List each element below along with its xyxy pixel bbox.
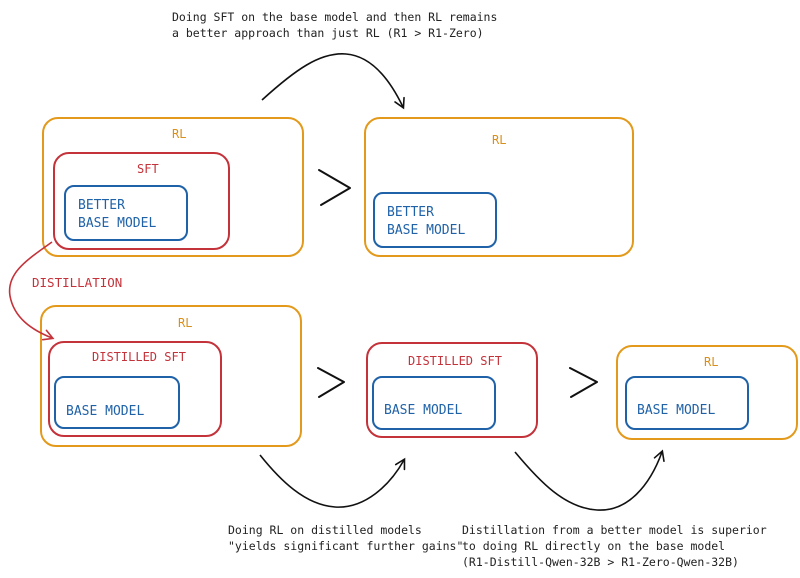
bottom-right-annotation-line-1: Distillation from a better model is supe… [462, 523, 767, 537]
top-curved-arrow [261, 53, 405, 110]
row2-right-model-box: BASE MODEL [625, 376, 749, 430]
top-annotation: Doing SFT on the base model and then RL … [172, 9, 497, 41]
row1-right-rl-box: RL [364, 117, 634, 257]
distillation-arrow [8, 241, 55, 341]
row1-right-rl-label: RL [492, 133, 507, 147]
greater-than-symbol-row1 [318, 169, 351, 206]
distillation-label: DISTILLATION [32, 275, 123, 290]
row1-right-model-label: BETTER BASE MODEL [387, 204, 465, 240]
greater-than-symbol-row2-right [569, 367, 598, 398]
row2-right-rl-label: RL [704, 355, 719, 369]
row2-middle-sft-label: DISTILLED SFT [408, 354, 502, 368]
row2-left-model-label: BASE MODEL [66, 404, 145, 419]
top-annotation-line-1: Doing SFT on the base model and then RL … [172, 10, 498, 24]
row2-middle-sft-box: DISTILLED SFT [366, 342, 538, 438]
row1-left-sft-box: SFT [53, 152, 230, 250]
bottom-right-annotation: Distillation from a better model is supe… [462, 522, 767, 570]
row2-left-sft-label: DISTILLED SFT [92, 350, 186, 364]
row2-left-rl-label: RL [178, 316, 193, 330]
row1-right-model-line-2: BASE MODEL [387, 223, 466, 238]
row1-left-model-box: BETTER BASE MODEL [64, 185, 188, 241]
row2-left-sft-box: DISTILLED SFT [48, 341, 222, 437]
bottom-left-curved-arrow [259, 454, 406, 508]
row2-right-rl-box: RL [616, 345, 798, 440]
bottom-left-annotation-line-1: Doing RL on distilled models [228, 523, 422, 537]
row1-left-model-line-1: BETTER [78, 198, 125, 213]
row1-left-model-label: BETTER BASE MODEL [78, 197, 156, 233]
row2-left-rl-box: RL [40, 305, 302, 447]
row2-middle-model-label: BASE MODEL [384, 403, 463, 418]
row2-right-model-label: BASE MODEL [637, 403, 716, 418]
row2-middle-model-box: BASE MODEL [372, 376, 496, 430]
row2-left-model-box: BASE MODEL [54, 376, 180, 429]
top-annotation-line-2: a better approach than just RL (R1 > R1-… [172, 26, 484, 40]
row1-left-rl-box: RL [42, 117, 304, 257]
row1-right-model-line-1: BETTER [387, 205, 434, 220]
bottom-right-curved-arrow [514, 449, 665, 511]
row1-left-rl-label: RL [172, 127, 187, 141]
bottom-right-annotation-line-2: to doing RL directly on the base model [462, 539, 726, 553]
bottom-left-annotation: Doing RL on distilled models "yields sig… [228, 522, 463, 554]
bottom-right-annotation-line-3: (R1-Distill-Qwen-32B > R1-Zero-Qwen-32B) [462, 555, 739, 569]
greater-than-symbol-row2-left [317, 367, 345, 398]
row1-left-model-line-2: BASE MODEL [78, 216, 157, 231]
row1-left-sft-label: SFT [137, 162, 159, 176]
bottom-left-annotation-line-2: "yields significant further gains" [228, 539, 464, 553]
row1-right-model-box: BETTER BASE MODEL [373, 192, 497, 248]
